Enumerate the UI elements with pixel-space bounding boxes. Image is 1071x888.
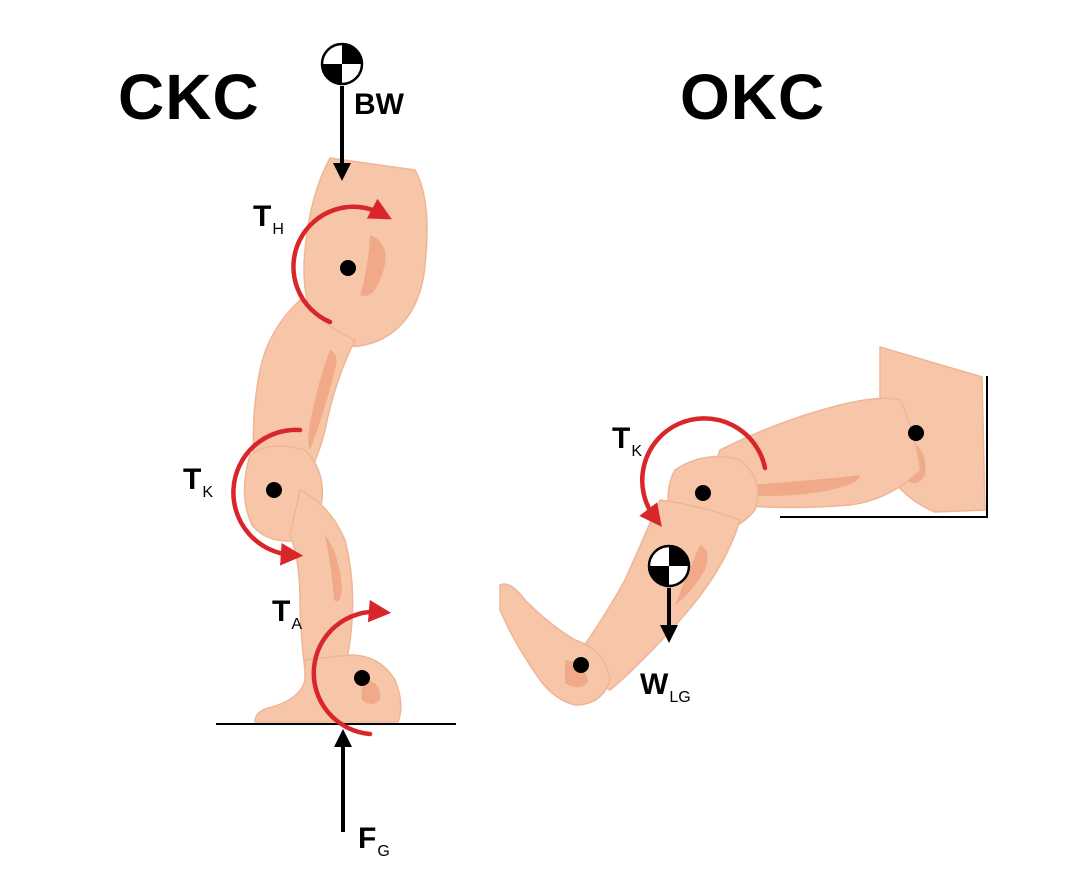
okc-ankle-joint-dot-icon [573, 657, 589, 673]
ckc-foot-shade [361, 680, 381, 704]
ckc-title: CKC [118, 61, 260, 133]
ckc-hip-shade [360, 235, 386, 296]
ckc-center-of-mass-icon [320, 42, 364, 86]
okc-leg-weight-label-main: W [640, 668, 669, 701]
ckc-hip-torque-label-main: T [253, 200, 272, 233]
ckc-knee-torque-label: TK [183, 463, 213, 501]
okc-knee-torque-label-main: T [612, 422, 631, 455]
ckc-leg [243, 157, 428, 723]
ckc-body-weight-label-main: BW [354, 88, 404, 121]
okc-knee-torque-label: TK [612, 422, 642, 460]
ckc-hip-torque-label: TH [253, 200, 284, 238]
okc-center-of-mass-icon [647, 544, 691, 588]
ckc-ground-force-label-main: F [358, 822, 377, 855]
okc-knee-torque-label-sub: K [631, 443, 642, 460]
ckc-ankle-torque-label: TA [272, 595, 302, 633]
okc-foot-shade [565, 660, 588, 688]
ckc-hip-joint-dot-icon [340, 260, 356, 276]
ckc-ground-force-label: FG [358, 822, 390, 860]
ckc-body-weight-label: BW [354, 88, 404, 122]
okc-leg-weight-label-sub: LG [669, 689, 691, 706]
ckc-ankle-torque-arrow [311, 599, 392, 737]
ckc-knee-torque-label-sub: K [202, 484, 213, 501]
ckc-ground-force-label-sub: G [377, 843, 390, 860]
ckc-knee-torque-arrow [231, 427, 304, 566]
ckc-knee-joint-dot-icon [266, 482, 282, 498]
okc-title: OKC [680, 61, 826, 133]
ckc-shank-shade [325, 535, 342, 602]
ckc-ankle-torque-label-sub: A [291, 616, 302, 633]
okc-shank [568, 499, 741, 691]
okc-leg-weight-label: WLG [640, 668, 691, 706]
ckc-hip-torque-arrow [291, 198, 392, 325]
okc-hip-joint-dot-icon [908, 425, 924, 441]
ckc-thigh-shade [308, 350, 337, 450]
okc-knee-joint-dot-icon [695, 485, 711, 501]
ckc-knee-torque-label-main: T [183, 463, 202, 496]
ckc-ankle-joint-dot-icon [354, 670, 370, 686]
ckc-ankle-torque-label-main: T [272, 595, 291, 628]
okc-thigh-shade [745, 475, 860, 496]
okc-shank-shade [675, 545, 708, 605]
ckc-hip-torque-label-sub: H [272, 221, 284, 238]
okc-leg [499, 345, 986, 706]
okc-support-frame [780, 376, 988, 518]
okc-knee-torque-arrow [639, 416, 768, 527]
